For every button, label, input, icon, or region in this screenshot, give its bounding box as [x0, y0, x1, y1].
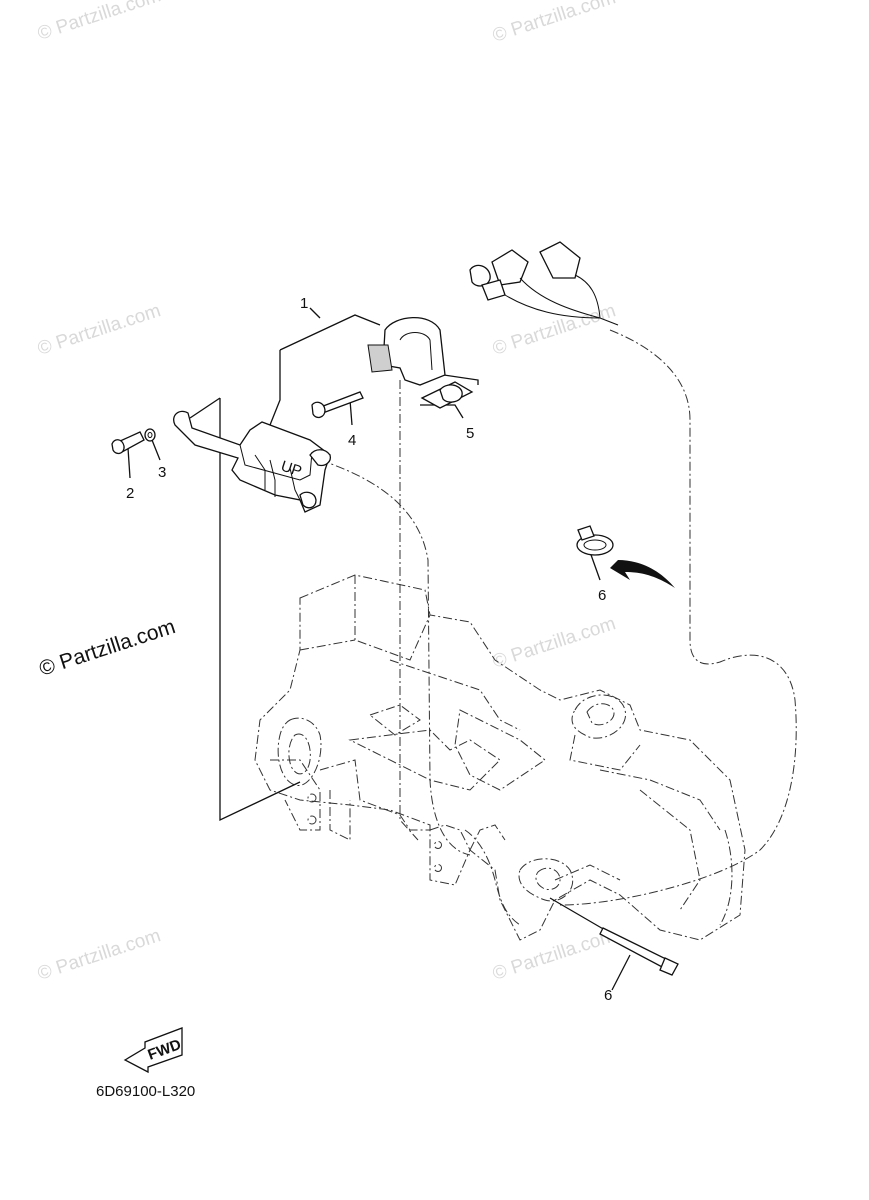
clip-part-5 — [420, 381, 474, 409]
watermark-group: © Partzilla.com © Partzilla.com © Partzi… — [35, 0, 618, 985]
callout-2: 2 — [126, 485, 134, 502]
callout-1: 1 — [300, 295, 308, 312]
callout-6-tie: 6 — [604, 987, 612, 1004]
watermark: © Partzilla.com — [490, 613, 618, 673]
fwd-direction-badge: FWD — [123, 1027, 184, 1074]
callout-3: 3 — [158, 464, 166, 481]
bolt-part-2 — [111, 431, 145, 455]
switch-up-marking: UP — [279, 458, 304, 481]
mount-bracket-outline — [254, 574, 746, 941]
hose-clamp-part-6 — [576, 525, 614, 556]
watermark: © Partzilla.com — [35, 300, 163, 360]
diagram-code: 6D69100-L320 — [96, 1083, 195, 1100]
washer-part-3 — [144, 428, 156, 442]
watermark: © Partzilla.com — [35, 925, 163, 985]
trim-switch-assembly: UP — [173, 410, 331, 513]
callout-5: 5 — [466, 425, 474, 442]
watermark: © Partzilla.com — [490, 925, 618, 985]
watermark-main: © Partzilla.com — [36, 615, 178, 681]
sensor-holder — [367, 317, 446, 386]
watermark: © Partzilla.com — [35, 0, 163, 45]
watermark: © Partzilla.com — [490, 0, 618, 47]
callout-6-clamp: 6 — [598, 587, 606, 604]
screw-part-4 — [311, 391, 364, 419]
callout-4: 4 — [348, 432, 356, 449]
harness-connectors — [469, 241, 619, 326]
cable-tie-part-6 — [599, 927, 679, 976]
wiring-harness — [319, 329, 797, 926]
install-direction-arrow — [610, 560, 675, 588]
